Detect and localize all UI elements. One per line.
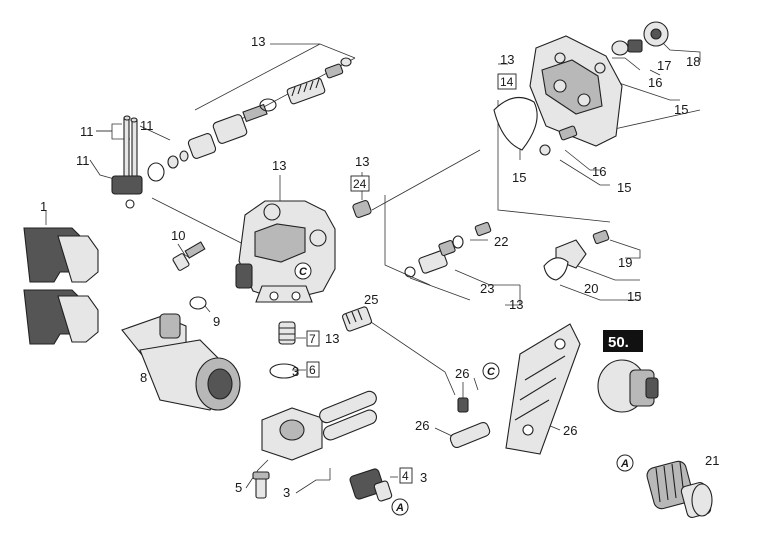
- label-18: 18: [686, 54, 700, 69]
- part-26-fittings: [449, 397, 491, 449]
- label-15-c: 15: [617, 180, 631, 195]
- part-25-fitting: [342, 306, 372, 332]
- label-5: 5: [235, 480, 242, 495]
- part-6-oring: [269, 363, 299, 379]
- circle-markers: C C A A: [294, 262, 634, 516]
- label-6-3: 3: [292, 364, 299, 379]
- label-9: 9: [213, 314, 220, 329]
- marker-c-bracket: C: [487, 366, 496, 378]
- part-11-group: [111, 115, 217, 209]
- label-8: 8: [140, 370, 147, 385]
- label-23: 23: [480, 281, 494, 296]
- marker-c-body: C: [299, 266, 308, 278]
- lower-manifold: [261, 390, 378, 461]
- assembly-badge-50: 50.: [603, 330, 643, 352]
- boxed-label-6: 6: [309, 363, 316, 377]
- part-14-gasket: [493, 96, 538, 151]
- part-50-assembly: [597, 359, 659, 413]
- label-26-c: 26: [563, 423, 577, 438]
- label-3-lower: 3: [283, 485, 290, 500]
- badge-50-text: 50.: [608, 334, 629, 351]
- marker-a-lower: A: [395, 502, 404, 514]
- label-21: 21: [705, 453, 719, 468]
- boxed-label-14: 14: [500, 75, 514, 89]
- label-13-top: 13: [251, 34, 265, 49]
- label-16-mid: 16: [592, 164, 606, 179]
- part-8-motor: [121, 313, 241, 411]
- box-6: [306, 361, 320, 378]
- boxed-label-4: 4: [402, 469, 409, 483]
- box-4: [399, 467, 413, 484]
- part-5-bolt: [252, 471, 270, 499]
- part-19-20: [543, 229, 610, 281]
- part-24-fitting: [352, 199, 372, 219]
- part-21-hose-connector: [646, 460, 713, 518]
- label-13-center: 13: [272, 158, 286, 173]
- label-25: 25: [364, 292, 378, 307]
- label-26-a: 26: [455, 366, 469, 381]
- part-4-connector: [349, 468, 393, 502]
- part-16-17-18: [539, 21, 669, 156]
- label-11-a: 11: [80, 124, 94, 139]
- label-15-a: 15: [674, 102, 688, 117]
- part-number-labels: 1 3 3 3 5 8 9 10 11 11 11 13 13 13 13 13…: [40, 34, 719, 500]
- label-16-top: 16: [648, 75, 662, 90]
- label-10: 10: [171, 228, 185, 243]
- label-13-24: 13: [355, 154, 369, 169]
- box-24: [350, 175, 370, 192]
- label-20: 20: [584, 281, 598, 296]
- pump-body: [235, 200, 336, 303]
- part-23-22-valves: [404, 221, 492, 278]
- box-7: [306, 330, 320, 347]
- part-13-valve-group: [212, 57, 352, 144]
- boxed-labels: 4 6 7 14 24: [306, 73, 517, 484]
- label-17: 17: [657, 58, 671, 73]
- part-10-screw: [172, 241, 206, 271]
- label-15-d: 15: [627, 289, 641, 304]
- label-15-b: 15: [512, 170, 526, 185]
- label-19: 19: [618, 255, 632, 270]
- part-1-brackets: [23, 227, 99, 345]
- frame-bracket: [505, 323, 581, 455]
- label-13-right: 13: [500, 52, 514, 67]
- part-15-cylinder-head: [529, 35, 623, 147]
- box-14: [497, 73, 517, 90]
- label-7-13: 13: [325, 331, 339, 346]
- label-23-13: 13: [509, 297, 523, 312]
- label-22: 22: [494, 234, 508, 249]
- part-9-oring: [189, 296, 207, 310]
- label-26-b: 26: [415, 418, 429, 433]
- boxed-label-7: 7: [309, 332, 316, 346]
- boxed-label-24: 24: [353, 177, 367, 191]
- label-4-3: 3: [420, 470, 427, 485]
- marker-a-right: A: [620, 458, 629, 470]
- label-11-c: 11: [76, 153, 90, 168]
- label-1: 1: [40, 199, 47, 214]
- label-11-b: 11: [140, 118, 154, 133]
- part-7-insert: [278, 321, 296, 345]
